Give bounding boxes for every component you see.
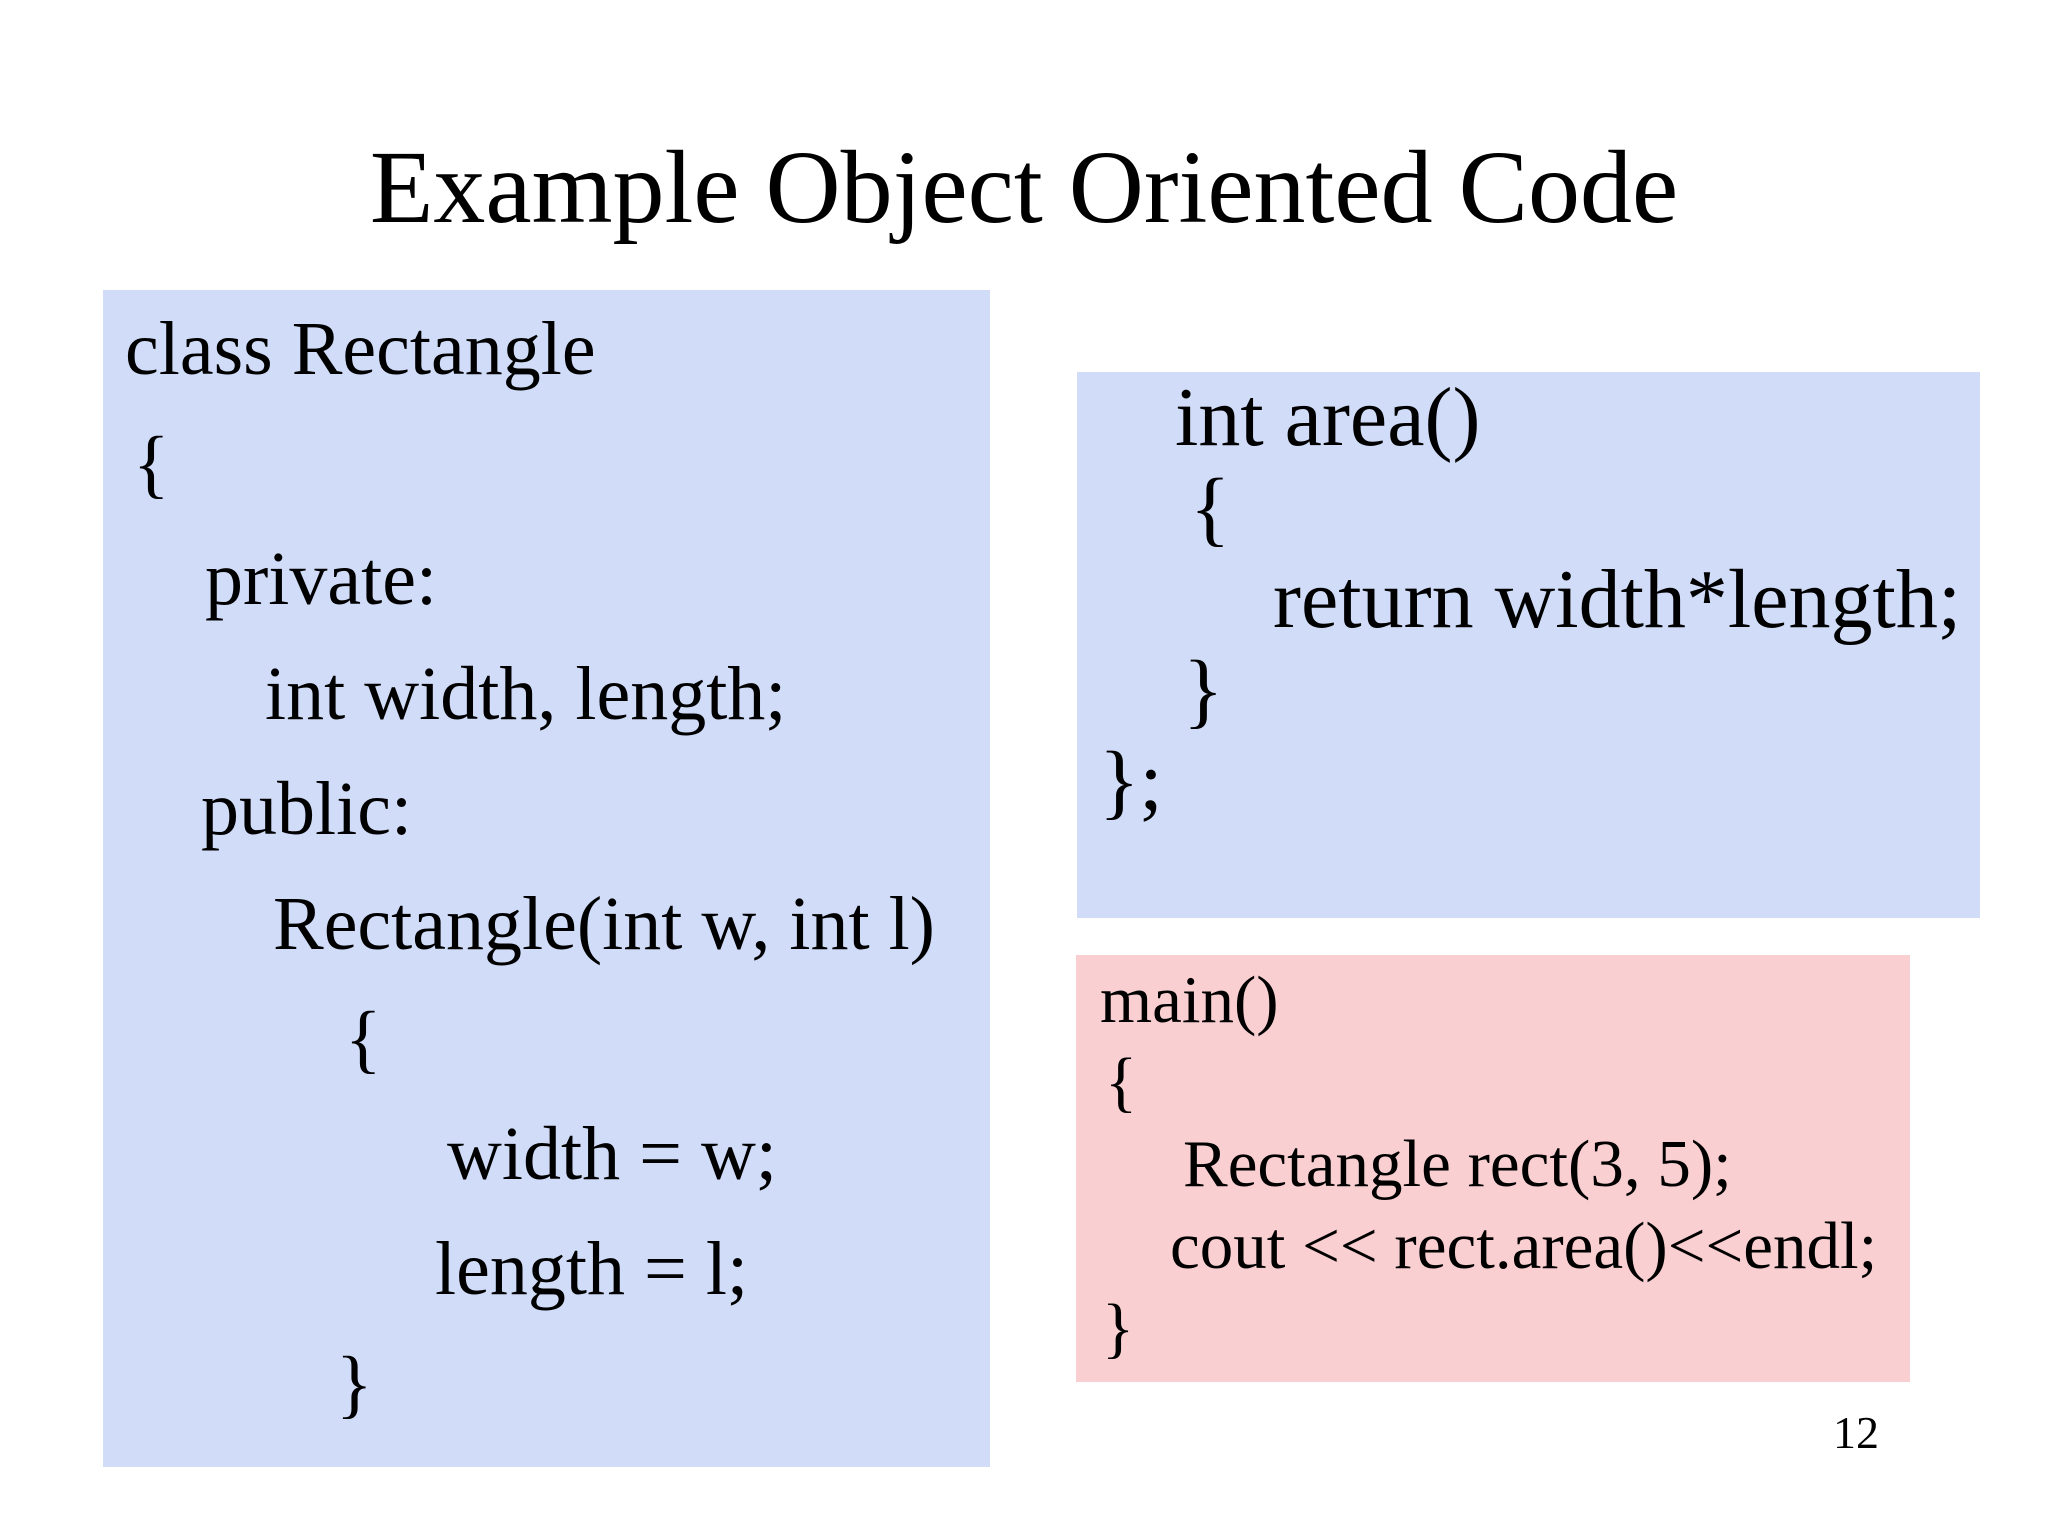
code-line: return width*length; bbox=[1273, 553, 1962, 646]
code-line: Rectangle(int w, int l) bbox=[273, 882, 935, 966]
code-line: int area() bbox=[1175, 371, 1481, 464]
code-line: public: bbox=[201, 767, 413, 851]
code-line: class Rectangle bbox=[125, 307, 596, 391]
code-line: length = l; bbox=[435, 1227, 749, 1311]
code-line: { bbox=[345, 997, 382, 1081]
code-line: Rectangle rect(3, 5); bbox=[1183, 1127, 1732, 1201]
slide-title: Example Object Oriented Code bbox=[369, 130, 1679, 245]
code-line: { bbox=[133, 422, 170, 506]
code-line: cout << rect.area()<<endl; bbox=[1170, 1209, 1878, 1283]
code-line: }; bbox=[1099, 735, 1163, 828]
code-box-area-method: int area(){ return width*length;}}; bbox=[1077, 372, 1980, 918]
code-line: { bbox=[1190, 462, 1231, 555]
code-line: } bbox=[1102, 1291, 1135, 1365]
code-line: private: bbox=[205, 537, 438, 621]
code-line: { bbox=[1105, 1045, 1138, 1119]
code-line: } bbox=[1183, 644, 1224, 737]
page-number: 12 bbox=[1833, 1407, 1879, 1458]
code-line: } bbox=[336, 1342, 373, 1426]
code-line: int width, length; bbox=[265, 652, 787, 736]
code-box-class-rectangle: class Rectangle { private: int width, lengt… bbox=[103, 290, 990, 1467]
code-line: width = w; bbox=[447, 1112, 777, 1196]
code-line: main() bbox=[1100, 963, 1279, 1037]
code-box-main-function: main() { Rectangle rect(3, 5); cout << rect… bbox=[1076, 955, 1910, 1382]
